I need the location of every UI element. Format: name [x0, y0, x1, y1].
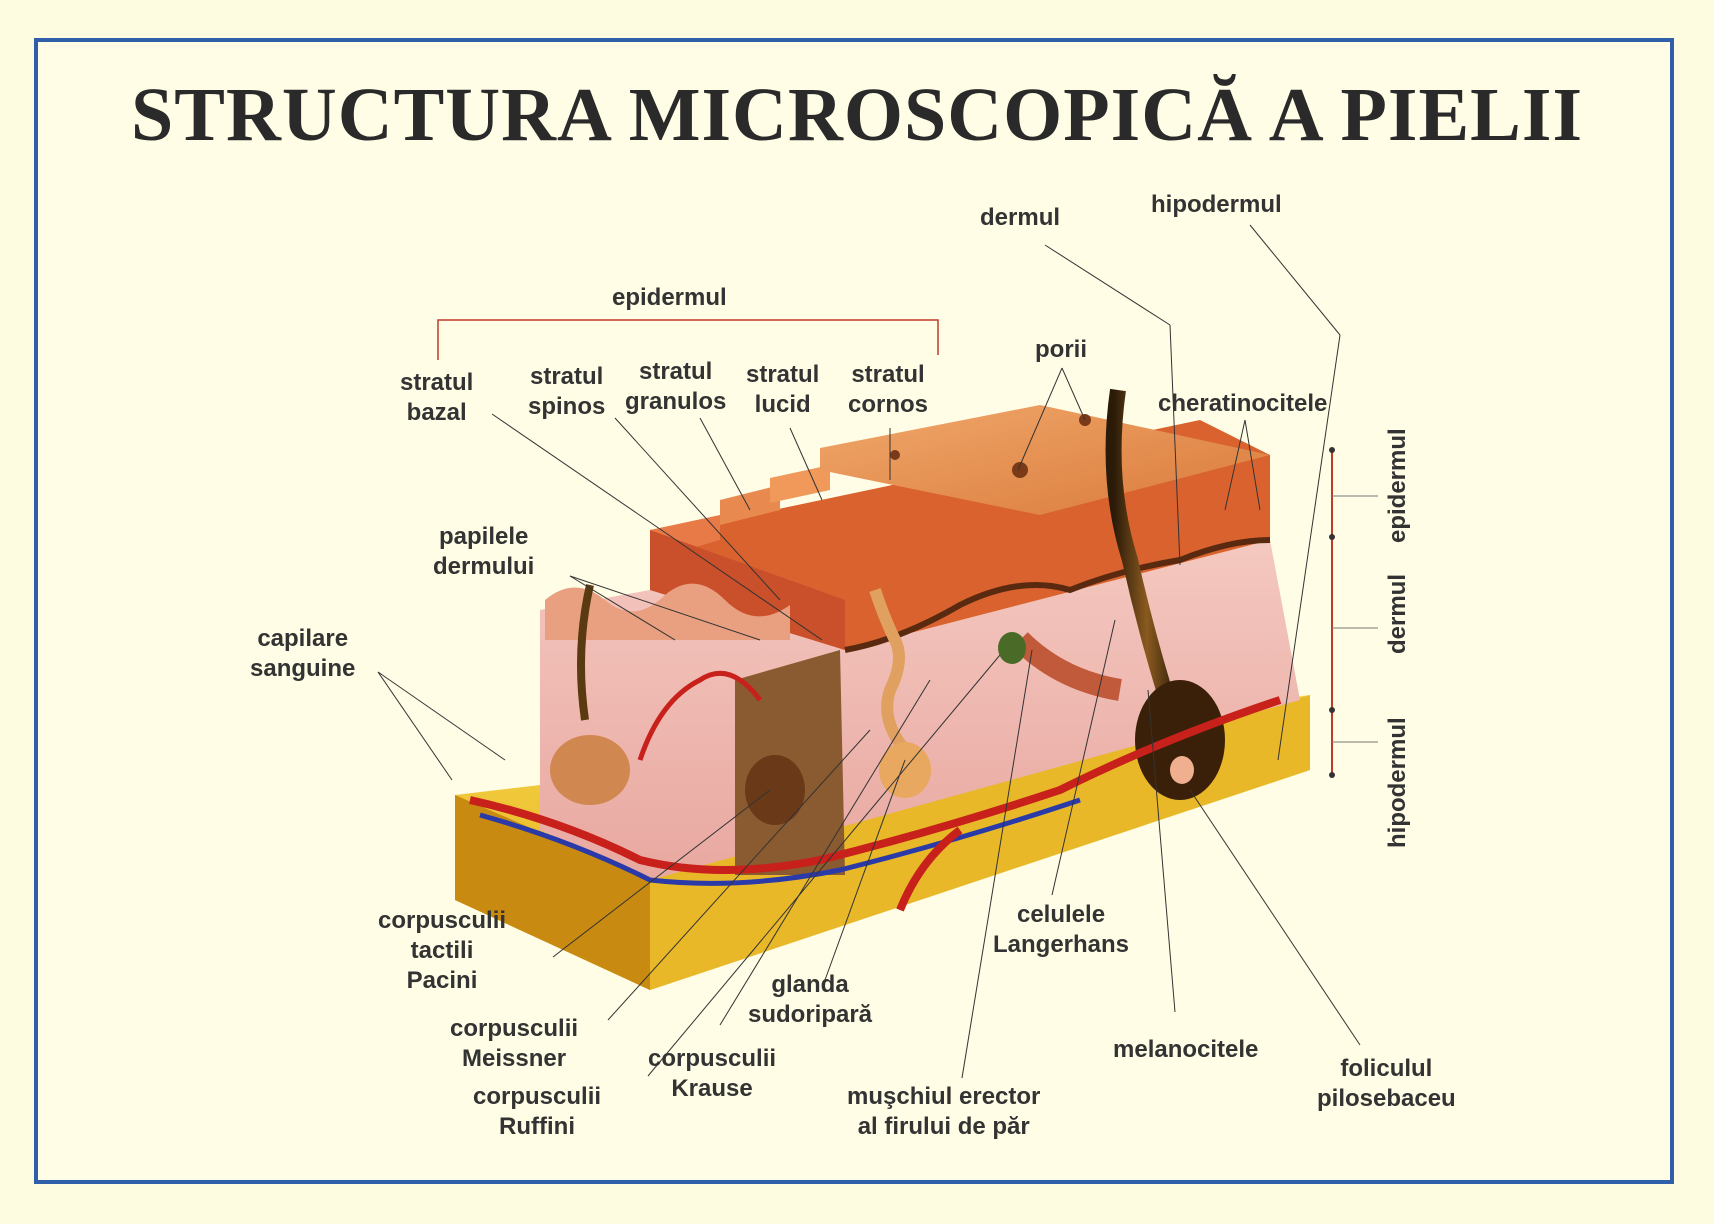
label-epidermul: epidermul: [612, 284, 727, 311]
label-porii: porii: [1035, 336, 1087, 363]
label-stratul-cornos: stratul cornos: [848, 361, 929, 418]
label-corpusculii-ruffini: corpusculii Ruffini: [473, 1083, 602, 1140]
label-papilele-dermului: papilele dermului: [433, 523, 535, 580]
label-stratul-granulos: stratul granulos: [625, 358, 727, 415]
label-muschiul-erector: muşchiul erector al firului de păr: [847, 1083, 1041, 1140]
scale-label-epidermul: epidermul: [1384, 428, 1411, 543]
label-hipodermul: hipodermul: [1151, 191, 1282, 218]
label-capilare-sanguine: capilare sanguine: [250, 625, 356, 682]
label-stratul-spinos: stratul spinos: [528, 363, 606, 420]
label-cheratinocitele: cheratinocitele: [1158, 390, 1328, 417]
scale-label-dermul: dermul: [1384, 573, 1411, 654]
blood-vessels: [469, 670, 1282, 912]
label-foliculul-pilosebaceu: foliculul pilosebaceu: [1317, 1055, 1456, 1112]
page-title: STRUCTURA MICROSCOPICĂ A PIELII: [130, 73, 1584, 157]
label-stratul-lucid: stratul lucid: [746, 361, 820, 418]
label-celulele-langerhans: celulele Langerhans: [993, 901, 1130, 958]
label-corpusculii-krause: corpusculii Krause: [648, 1045, 777, 1102]
label-melanocitele: melanocitele: [1113, 1036, 1259, 1063]
hair-follicle: [550, 388, 1225, 805]
epidermis-bracket: [437, 319, 939, 360]
label-stratul-bazal: stratul bazal: [400, 369, 474, 426]
label-glanda-sudoripara: glanda sudoripară: [748, 971, 873, 1028]
label-corpusculii-meissner: corpusculii Meissner: [450, 1015, 579, 1072]
scale-label-hipodermul: hipodermul: [1384, 717, 1411, 848]
leader-lines: [377, 224, 1361, 1079]
dermal-papillae: [545, 583, 790, 640]
label-dermul: dermul: [980, 204, 1061, 231]
layer-scale: [1329, 447, 1378, 778]
label-corpusculii-pacini: corpusculii tactili Pacini: [378, 907, 507, 994]
